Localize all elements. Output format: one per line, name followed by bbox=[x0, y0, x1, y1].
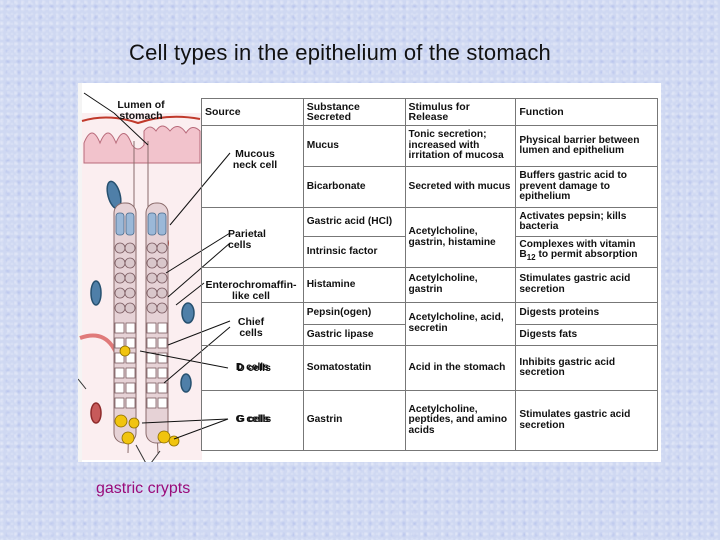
header-source: Source bbox=[201, 98, 304, 126]
cell-stimulus: Acetylcholine, peptides, and amino acids bbox=[404, 390, 517, 451]
cell-stimulus: Acetylcholine, acid, secretin bbox=[404, 301, 517, 347]
table-row: Mucus Tonic secretion; increased with ir… bbox=[201, 124, 658, 209]
gastric-pit-illustration bbox=[78, 83, 231, 462]
cell-function: Digests proteins bbox=[515, 301, 658, 326]
source-parietal-cells bbox=[201, 207, 304, 268]
cell-stimulus: Tonic secretion; increased with irritati… bbox=[404, 124, 517, 168]
cell-substance: Gastric acid (HCl) bbox=[302, 207, 406, 238]
cell-function: Activates pepsin; kills bacteria bbox=[515, 207, 658, 238]
slide-title: Cell types in the epithelium of the stom… bbox=[129, 40, 551, 65]
cell-substance: Gastric lipase bbox=[302, 324, 406, 347]
source-chief-cells bbox=[201, 301, 304, 347]
cell-function: Digests fats bbox=[515, 324, 658, 347]
cell-function: Inhibits gastric acid secretion bbox=[515, 345, 658, 392]
cell-substance: Mucus bbox=[302, 124, 406, 168]
cell-stimulus: Acetylcholine, gastrin bbox=[404, 266, 517, 303]
source-g-cells: G cells bbox=[201, 390, 304, 451]
cell-substance: Intrinsic factor bbox=[302, 236, 406, 268]
surface-epithelium bbox=[83, 125, 201, 164]
cell-stimulus: Acetylcholine, gastrin, histamine bbox=[404, 207, 517, 268]
cell-substance: Somatostatin bbox=[302, 345, 406, 392]
table-row: Pepsin(ogen) Acetylcholine, acid, secret… bbox=[201, 301, 658, 347]
table-row: Intrinsic factor Complexes with vitamin … bbox=[202, 236, 658, 268]
cell-stimulus: Secreted with mucus bbox=[404, 166, 517, 209]
source-enterochromaffin bbox=[201, 266, 304, 303]
table-row: Bicarbonate Secreted with mucus Buffers … bbox=[202, 166, 658, 209]
cell-substance: Bicarbonate bbox=[302, 166, 406, 209]
table-row: Gastric acid (HCl) Acetylcholine, gastri… bbox=[201, 207, 658, 268]
vessel bbox=[90, 280, 102, 306]
source-d-cells: D cells bbox=[201, 345, 304, 392]
cell-function: Physical barrier between lumen and epith… bbox=[515, 124, 658, 168]
crypt-bracket bbox=[78, 378, 161, 462]
lumen-border bbox=[81, 115, 201, 125]
table-row: Gastric lipase Digests fats bbox=[202, 324, 658, 347]
cell-substance: Gastrin bbox=[302, 390, 406, 451]
table-row: D cells Somatostatin Acid in the stomach… bbox=[201, 345, 658, 392]
gastric-crypts-caption: gastric crypts bbox=[96, 480, 191, 497]
vessel bbox=[180, 373, 192, 393]
cell-substance: Pepsin(ogen) bbox=[302, 301, 406, 326]
figure-panel: Lumen of stomach Mucous neck cell Pariet… bbox=[78, 83, 661, 462]
cell-function: Buffers gastric acid to prevent damage t… bbox=[515, 166, 658, 209]
cell-function: Stimulates gastric acid secretion bbox=[515, 390, 658, 451]
table-row: Histamine Acetylcholine, gastrin Stimula… bbox=[201, 266, 658, 303]
cell-stimulus: Acid in the stomach bbox=[404, 345, 517, 392]
table-header-row: Source Substance Secreted Stimulus for R… bbox=[201, 98, 658, 126]
source-mucous-neck-cell bbox=[201, 124, 304, 209]
cell-function: Complexes with vitamin B12 to permit abs… bbox=[515, 236, 658, 268]
label-lumen: Lumen of stomach bbox=[117, 99, 165, 122]
cell-substance: Histamine bbox=[302, 266, 406, 303]
table-row: G cells Gastrin Acetylcholine, peptides,… bbox=[201, 390, 658, 451]
cell-function: Stimulates gastric acid secretion bbox=[515, 266, 658, 303]
secretion-table: Source Substance Secreted Stimulus for R… bbox=[201, 98, 658, 451]
vessel bbox=[181, 302, 195, 324]
header-stimulus: Stimulus for Release bbox=[404, 98, 517, 126]
header-substance: Substance Secreted bbox=[302, 98, 406, 126]
vessel bbox=[90, 402, 102, 424]
header-function: Function bbox=[515, 98, 658, 126]
